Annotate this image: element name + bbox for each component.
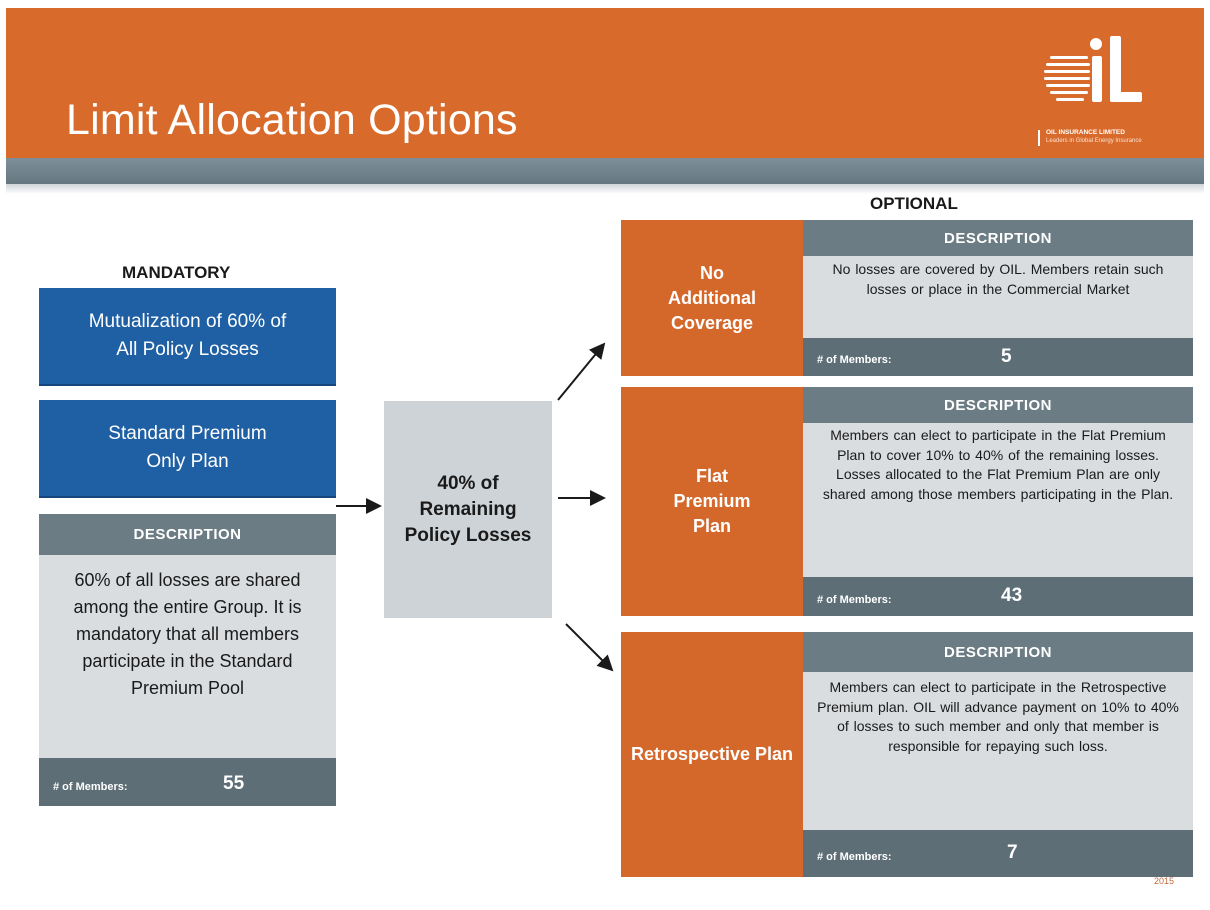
mandatory-description: 60% of all losses are shared among the e… (39, 555, 336, 758)
arrow-to-retrospective (565, 623, 614, 672)
option2-description-text: Members can elect to participate in the … (822, 427, 1174, 502)
option3-members-count: 7 (1007, 842, 1018, 863)
option1-members-bar: # of Members: 5 (803, 338, 1193, 376)
option-retrospective-plan-name: Retrospective Plan (630, 744, 794, 764)
arrow-to-no-additional (557, 342, 606, 401)
mandatory-description-text: 60% of all losses are shared among the e… (73, 570, 302, 698)
header-bar (6, 8, 1204, 158)
option-no-additional-coverage: No Additional Coverage (621, 220, 803, 376)
company-logo: OIL INSURANCE LIMITED Leaders in Global … (1032, 26, 1202, 154)
option2-members-count: 43 (1001, 585, 1023, 606)
oil-logo-icon (1044, 36, 1142, 102)
option1-description: No losses are covered by OIL. Members re… (803, 256, 1193, 338)
remaining-losses-text: 40% of Remaining Policy Losses (404, 472, 532, 546)
option1-description-text: No losses are covered by OIL. Members re… (832, 261, 1164, 297)
optional-label: OPTIONAL (870, 194, 958, 213)
logo-company-name: OIL INSURANCE LIMITED (1046, 129, 1125, 136)
option3-members-label: # of Members: (817, 851, 892, 863)
logo-tagline: Leaders in Global Energy Insurance (1046, 138, 1142, 144)
option-flat-premium-plan: Flat Premium Plan (621, 387, 803, 616)
option2-description-header: DESCRIPTION (803, 387, 1193, 423)
standard-premium-box: Standard Premium Only Plan (39, 400, 336, 498)
mandatory-members-count: 55 (223, 773, 245, 794)
header-shadow (6, 184, 1204, 194)
option3-description-text: Members can elect to participate in the … (817, 679, 1179, 754)
option1-members-label: # of Members: (817, 354, 892, 366)
option1-members-count: 5 (1001, 346, 1012, 367)
option2-members-label: # of Members: (817, 594, 892, 606)
option3-members-bar: # of Members: 7 (803, 830, 1193, 877)
footer-page-number: 2015 (1154, 876, 1175, 886)
option-no-additional-coverage-name: No Additional Coverage (668, 262, 756, 333)
option-retrospective-plan: Retrospective Plan (621, 632, 803, 877)
option2-members-bar: # of Members: 43 (803, 577, 1193, 616)
option2-description: Members can elect to participate in the … (803, 423, 1193, 577)
standard-premium-text: Standard Premium Only Plan (108, 423, 267, 472)
page-title: Limit Allocation Options (66, 96, 518, 144)
header-band (6, 158, 1204, 184)
option1-description-header: DESCRIPTION (803, 220, 1193, 256)
mandatory-members-label: # of Members: (53, 781, 128, 793)
remaining-losses-box: 40% of Remaining Policy Losses (384, 401, 552, 618)
mutualization-text: Mutualization of 60% of All Policy Losse… (88, 311, 287, 360)
mutualization-box: Mutualization of 60% of All Policy Losse… (39, 288, 336, 386)
option3-description: Members can elect to participate in the … (803, 672, 1193, 830)
mandatory-label: MANDATORY (122, 263, 231, 282)
mandatory-members-bar: # of Members: 55 (39, 758, 336, 806)
option3-description-header: DESCRIPTION (803, 632, 1193, 672)
mandatory-description-header: DESCRIPTION (39, 514, 336, 555)
logo-divider (1038, 130, 1040, 146)
option-flat-premium-plan-name: Flat Premium Plan (673, 466, 751, 536)
